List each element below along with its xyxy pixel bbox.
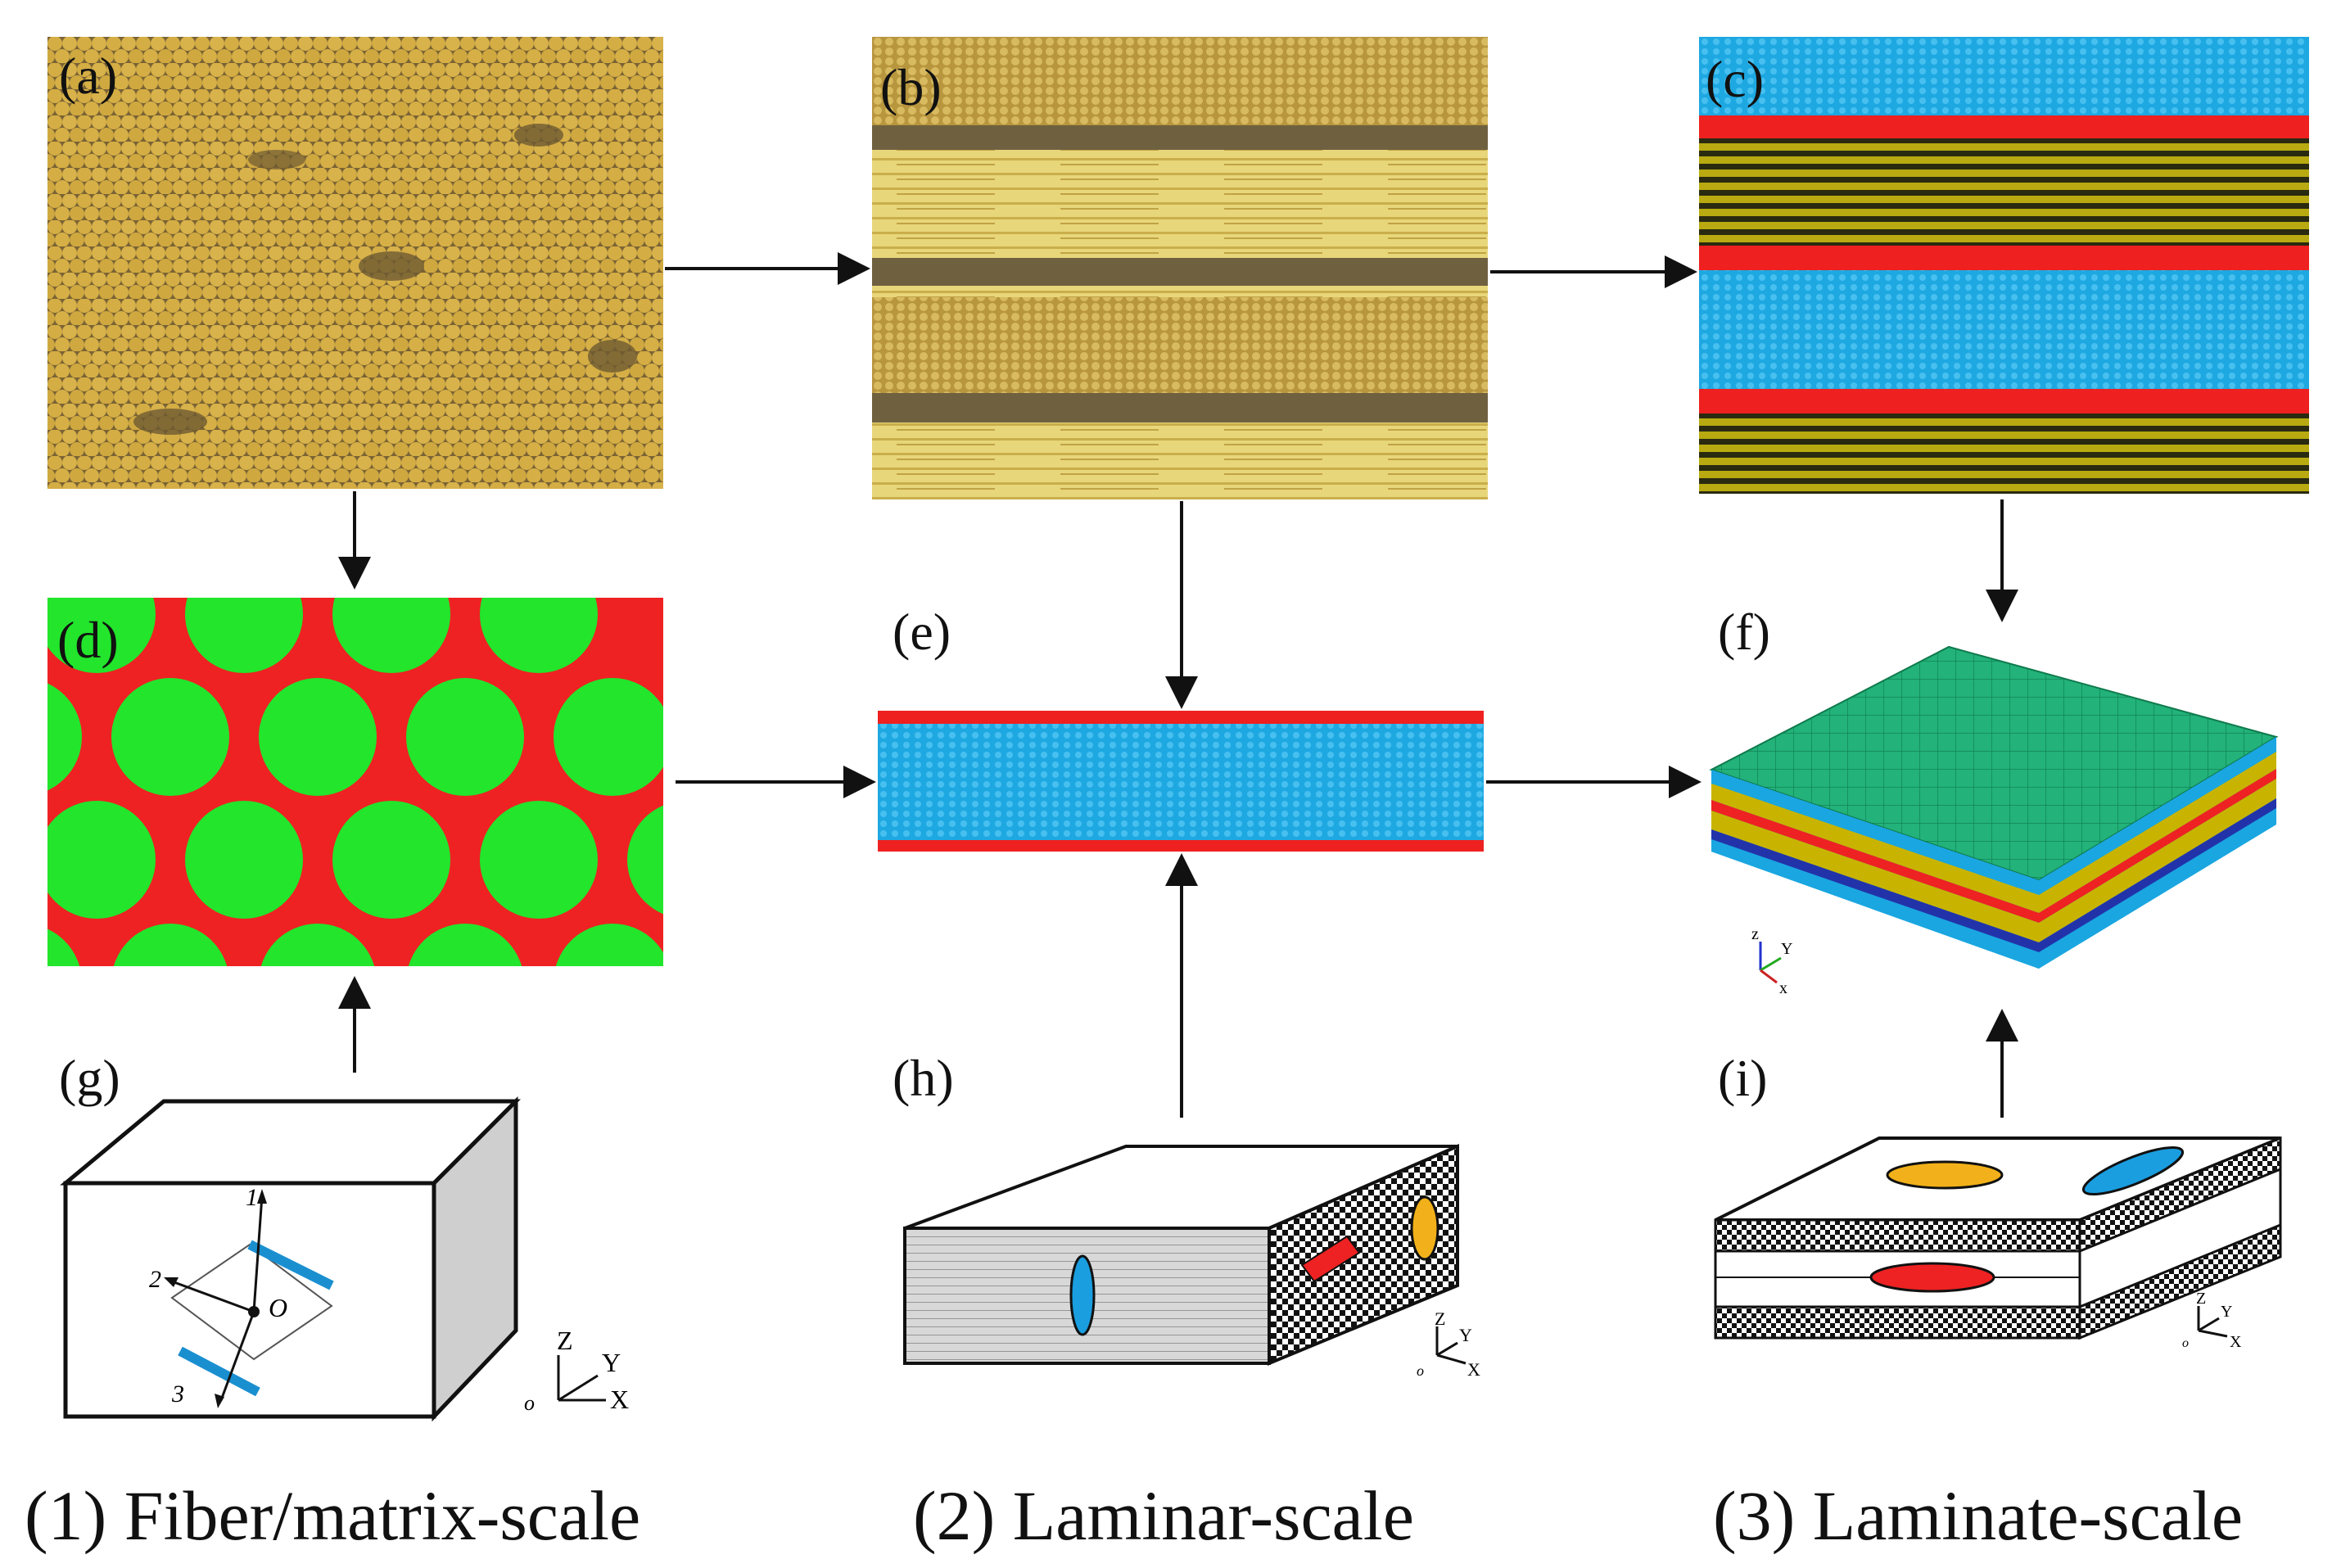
g-axis-o: o	[524, 1391, 535, 1415]
panel-f-axes-triad: z Y x	[1751, 925, 1792, 995]
panel-b-micrograph: (b)	[872, 37, 1488, 499]
panel-f-label: (f)	[1718, 603, 1770, 661]
f-axis-z: z	[1751, 925, 1759, 943]
h-axis-z: Z	[1435, 1308, 1445, 1329]
fiber-micrograph-image	[47, 37, 663, 489]
caption-laminar-scale: (2) Laminar-scale	[913, 1476, 1414, 1555]
panel-h-schematic: Z Y X o	[903, 1143, 1480, 1380]
g-axis-z: Z	[557, 1326, 573, 1355]
panel-e-rve	[878, 711, 1484, 852]
panel-i-schematic: Z Y X o	[1714, 1136, 2282, 1351]
i-axis-y: Y	[2221, 1303, 2232, 1321]
laminate-3d-model	[1709, 645, 2279, 969]
panel-c-label: (c)	[1706, 50, 1765, 108]
caption-fiber-matrix-scale: (1) Fiber/matrix-scale	[25, 1476, 641, 1555]
fiber-rve-image	[47, 598, 663, 966]
panel-d-rve: (d)	[47, 598, 663, 966]
panel-a-micrograph: (a)	[47, 37, 663, 489]
laminar-micrograph-image	[872, 37, 1488, 499]
i-axis-z: Z	[2196, 1290, 2206, 1308]
caption-laminate-scale: (3) Laminate-scale	[1713, 1476, 2244, 1555]
panel-c-mesh: (c)	[1699, 37, 2309, 494]
panel-a-label: (a)	[59, 47, 118, 105]
g-origin-label: O	[269, 1293, 287, 1322]
h-axis-x: X	[1467, 1359, 1480, 1380]
i-axis-o: o	[2182, 1336, 2189, 1350]
panel-g-label: (g)	[59, 1049, 120, 1107]
i-axis-x: X	[2230, 1333, 2242, 1351]
laminate-mesh-image	[1699, 37, 2309, 494]
f-axis-y: Y	[1781, 940, 1792, 958]
g-local-axis-2: 2	[149, 1266, 161, 1293]
panel-h-label: (h)	[893, 1049, 954, 1107]
f-axis-x: x	[1779, 979, 1787, 995]
panel-e-label: (e)	[893, 603, 951, 661]
panel-g-schematic: 1 2 3 O Z Y X o	[60, 1096, 629, 1422]
h-axis-o: o	[1417, 1362, 1424, 1379]
h-axis-y: Y	[1459, 1325, 1472, 1345]
g-axis-y: Y	[602, 1348, 621, 1377]
panel-b-label: (b)	[880, 58, 942, 116]
g-local-axis-3: 3	[171, 1380, 184, 1408]
panel-f-laminate	[1703, 643, 2293, 1003]
panel-i-label: (i)	[1718, 1049, 1768, 1107]
g-axis-x: X	[610, 1385, 629, 1414]
panel-d-label: (d)	[57, 611, 119, 669]
g-local-axis-1: 1	[246, 1184, 258, 1211]
laminar-rve-image	[878, 711, 1484, 852]
